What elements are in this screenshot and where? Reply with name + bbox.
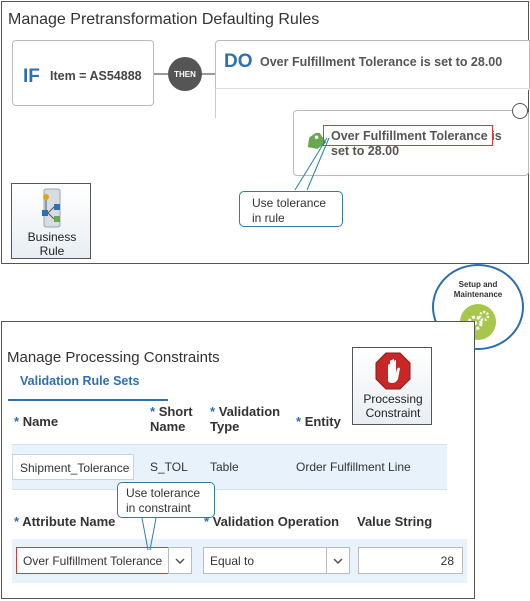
do-connector (215, 88, 216, 118)
name-value: Shipment_Tolerance (20, 461, 130, 475)
attribute-name-label: * Attribute Name (14, 514, 115, 529)
name-cell[interactable]: Shipment_Tolerance (12, 454, 134, 480)
column-header-short-name-line2: Name (150, 419, 186, 434)
rule-callout-pointer (294, 137, 330, 191)
required-mark: * (296, 414, 302, 429)
then-badge: THEN (168, 57, 202, 91)
chevron-down-icon (333, 557, 343, 564)
setup-label: Setup and Maintenance (434, 280, 522, 300)
attribute-name-label-text: Attribute Name (22, 514, 116, 529)
validation-operation-dropdown-button[interactable] (326, 547, 350, 574)
business-rule-tile[interactable]: Business Rule (11, 183, 91, 259)
column-header-name: * Name (14, 414, 58, 429)
rules-panel: Manage Pretransformation Defaulting Rule… (1, 1, 530, 264)
attribute-name-select[interactable]: Over Fulfillment Tolerance (16, 547, 170, 574)
tab-validation-rule-sets[interactable]: Validation Rule Sets (20, 374, 140, 388)
action-text: Over Fulfillment Tolerance is set to 28.… (331, 129, 527, 159)
do-keyword: DO (224, 51, 253, 72)
do-divider (215, 88, 530, 89)
business-rule-label: Business Rule (12, 230, 92, 258)
required-mark: * (14, 414, 20, 429)
if-keyword: IF (23, 66, 40, 87)
required-mark: * (14, 514, 20, 529)
constraints-panel: Manage Processing Constraints Validation… (1, 321, 475, 599)
required-mark: * (210, 404, 216, 419)
flowchart-icon (42, 188, 61, 228)
tolerance-highlight (323, 125, 493, 146)
short-name-value: S_TOL (150, 460, 188, 474)
attribute-dropdown-button[interactable] (168, 547, 192, 574)
validation-type-value: Table (210, 460, 239, 474)
do-action-text: Over Fulfillment Tolerance is set to 28.… (260, 55, 503, 69)
value-string-label: Value String (357, 514, 433, 529)
column-header-short-name: * Short Name (150, 404, 193, 434)
column-header-entity-text: Entity (304, 414, 341, 429)
rule-callout: Use tolerance in rule (239, 191, 343, 227)
constraint-callout-line2: in constraint (126, 501, 191, 515)
processing-constraint-label-line1: Processing (363, 392, 423, 406)
value-string-input[interactable]: 28 (358, 547, 463, 574)
processing-constraint-label: Processing Constraint (353, 392, 433, 420)
column-header-validation-type-line1: Validation (218, 404, 281, 419)
rule-callout-line2: in rule (252, 211, 285, 225)
setup-label-line1: Setup and (458, 280, 498, 289)
if-condition-box[interactable]: IF Item = AS54888 (12, 40, 154, 106)
required-mark: * (150, 404, 156, 419)
constraint-callout: Use tolerance in constraint (117, 482, 215, 518)
validation-operation-select[interactable]: Equal to (203, 547, 328, 574)
chevron-down-icon (175, 557, 185, 564)
validation-operation-label-text: Validation Operation (212, 514, 340, 529)
constraints-title: Manage Processing Constraints (7, 349, 220, 366)
column-header-short-name-line1: Short (158, 404, 193, 419)
tab-underline (8, 399, 168, 401)
setup-label-line2: Maintenance (453, 290, 503, 299)
column-header-name-text: Name (22, 414, 59, 429)
business-rule-label-line1: Business (27, 230, 77, 244)
required-mark: * (204, 514, 210, 529)
tag-icon (307, 133, 326, 149)
constraint-callout-pointer (141, 517, 157, 551)
entity-value: Order Fulfillment Line (296, 460, 411, 474)
constraint-callout-line1: Use tolerance (126, 486, 201, 500)
processing-constraint-label-line2: Constraint (365, 406, 421, 420)
column-header-entity: * Entity (296, 414, 341, 429)
do-action-box[interactable]: DO Over Fulfillment Tolerance is set to … (215, 40, 530, 90)
column-header-validation-type: * Validation Type (210, 404, 280, 434)
action-text-line2: set to 28.00 (331, 144, 400, 158)
column-header-validation-type-line2: Type (210, 419, 240, 434)
stop-hand-icon (375, 352, 411, 390)
end-node-icon[interactable] (512, 103, 528, 119)
action-text-line1: Over Fulfillment Tolerance is (331, 129, 502, 143)
table-row[interactable]: Shipment_Tolerance S_TOL Table Order Ful… (12, 444, 447, 490)
processing-constraint-tile[interactable]: Processing Constraint (352, 347, 432, 425)
condition-text: Item = AS54888 (50, 69, 142, 83)
validation-operation-label: * Validation Operation (204, 514, 339, 529)
page-title: Manage Pretransformation Defaulting Rule… (8, 11, 320, 28)
action-card[interactable]: Over Fulfillment Tolerance is set to 28.… (293, 110, 529, 176)
business-rule-label-line2: Rule (39, 244, 65, 258)
input-row: Over Fulfillment Tolerance Equal to 28 (12, 539, 467, 583)
rule-callout-line1: Use tolerance (252, 196, 327, 210)
